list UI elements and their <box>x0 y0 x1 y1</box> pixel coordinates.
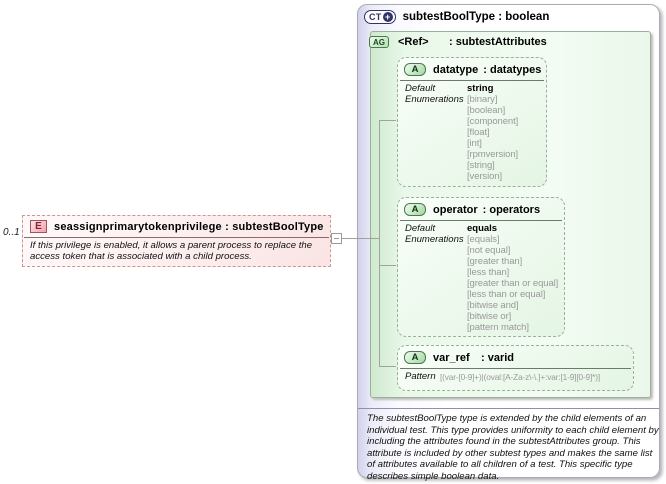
element-description: If this privilege is enabled, it allows … <box>30 240 313 262</box>
enum-value: [bitwise and] <box>467 300 519 311</box>
enum-value: [not equal] <box>467 245 511 256</box>
enum-value: [rpmversion] <box>467 149 519 160</box>
enum-value: [less than or equal] <box>467 289 546 300</box>
element-separator <box>24 237 329 238</box>
connector-line <box>342 238 380 239</box>
element-box[interactable]: E seassignprimarytokenprivilege : subtes… <box>22 215 331 267</box>
enum-value: [greater than or equal] <box>467 278 559 289</box>
attribute-badge: A <box>404 351 426 364</box>
element-badge: E <box>30 220 47 233</box>
pattern-label: Pattern <box>405 371 436 382</box>
attribute-title: var_ref : varid <box>433 352 514 364</box>
attribute-header: A var_ref : varid <box>398 346 633 364</box>
pattern-value: [(var-[0-9]+)|(oval:[A-Za-z\-\.]+:var:[1… <box>440 372 601 382</box>
attribute-group-ref: <Ref> <box>398 36 429 48</box>
attribute-badge: A <box>404 203 426 216</box>
attribute-box-var-ref: A var_ref : varid Pattern [(var-[0-9]+)|(… <box>397 345 634 391</box>
attribute-group-header: AG <Ref> : subtestAttributes <box>369 32 650 48</box>
attribute-header: A datatype : datatypes <box>398 58 546 76</box>
attribute-group-box: AG <Ref> : subtestAttributes A datatype:… <box>369 31 651 398</box>
enum-value: [version] <box>467 171 503 182</box>
enumeration-list: [binary] [boolean] [component] [float] [… <box>467 94 546 182</box>
enum-value: [bitwise or] <box>467 311 512 322</box>
complex-type-title: subtestBoolType : boolean <box>402 11 550 23</box>
tree-rail <box>379 120 380 366</box>
attribute-badge: A <box>404 63 426 76</box>
attribute-name: datatype <box>433 63 479 76</box>
complex-type-header: CT + subtestBoolType : boolean <box>358 5 659 24</box>
complex-type-box: CT + subtestBoolType : boolean AG <Ref> … <box>357 4 660 482</box>
enum-value: [float] <box>467 127 490 138</box>
connector-tick-datatype <box>379 120 396 121</box>
element-header: E seassignprimarytokenprivilege : subtes… <box>23 216 330 233</box>
minus-icon <box>334 238 339 239</box>
annotation-separator <box>358 408 659 409</box>
attribute-header: A operator : operators <box>398 198 564 216</box>
enum-value: [greater than] <box>467 256 523 267</box>
enum-value: [less than] <box>467 267 510 278</box>
enum-value: [boolean] <box>467 105 506 116</box>
complex-type-badge: CT + <box>364 10 396 24</box>
enum-value: [equals] <box>467 234 500 245</box>
enum-value: [int] <box>467 138 482 149</box>
enumerations-label: Enumerations <box>405 234 464 245</box>
default-value: string <box>467 83 494 94</box>
type-annotation: The subtestBoolType type is extended by … <box>367 413 659 482</box>
connector-tick-operator <box>379 265 396 266</box>
attribute-separator <box>400 80 544 81</box>
enumerations-label: Enumerations <box>405 94 464 105</box>
attribute-box-datatype: A datatype : datatypes Default string Enu… <box>397 57 547 187</box>
complex-type-badge-label: CT <box>369 12 382 22</box>
element-title: seassignprimarytokenprivilege : subtestB… <box>54 220 324 233</box>
enum-value: [component] <box>467 116 519 127</box>
attribute-separator <box>400 368 631 369</box>
default-label: Default <box>405 83 436 94</box>
attribute-facets: Pattern [(var-[0-9]+)|(oval:[A-Za-z\-\.]… <box>398 371 633 383</box>
enum-value: [binary] <box>467 94 498 105</box>
attribute-name: operator <box>433 203 478 216</box>
attribute-name: var_ref <box>433 351 470 364</box>
attribute-type: : operators <box>482 203 541 216</box>
plus-circle-icon: + <box>382 12 393 22</box>
collapse-toggle[interactable] <box>331 233 342 244</box>
cardinality-label: 0..1 <box>3 227 20 238</box>
attribute-title: operator : operators <box>433 204 540 216</box>
attribute-separator <box>400 220 562 221</box>
attribute-box-operator: A operator : operators Default equals Enu… <box>397 197 565 337</box>
attribute-type: : datatypes <box>483 63 542 76</box>
enum-value: [pattern match] <box>467 322 529 333</box>
attribute-group-type: : subtestAttributes <box>449 36 547 48</box>
attribute-group-badge: AG <box>369 36 389 48</box>
connector-tick-varref <box>379 366 396 367</box>
enumeration-list: [equals] [not equal] [greater than] [les… <box>467 234 564 333</box>
attribute-facets: Default equals Enumerations [equals] [no… <box>398 223 564 333</box>
attribute-facets: Default string Enumerations [binary] [bo… <box>398 83 546 182</box>
enum-value: [string] <box>467 160 495 171</box>
attribute-title: datatype : datatypes <box>433 64 541 76</box>
attribute-type: : varid <box>481 351 515 364</box>
default-value: equals <box>467 223 498 234</box>
default-label: Default <box>405 223 436 234</box>
